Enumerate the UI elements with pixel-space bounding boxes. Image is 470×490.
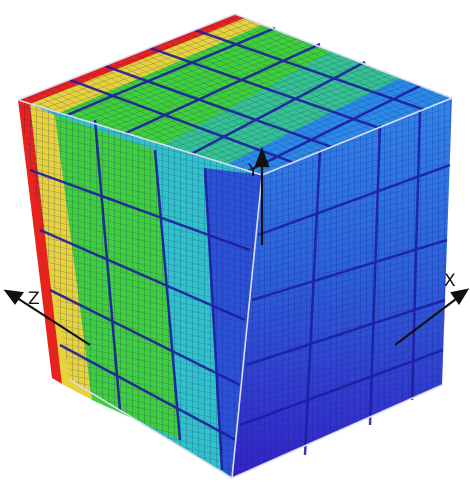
z-axis-label: Z <box>28 289 40 309</box>
left-coarse-lines <box>29 119 251 471</box>
left-band-red <box>18 100 62 384</box>
right-fine-grid <box>232 98 452 478</box>
top-coarse-lines <box>59 26 426 177</box>
coordinate-axes <box>3 146 470 346</box>
left-fine-grid <box>18 100 262 478</box>
left-face <box>18 100 262 478</box>
x-axis-arrowhead <box>450 288 470 306</box>
edge-vertical-front <box>231 174 263 479</box>
right-coarse-lines <box>239 109 451 456</box>
y-axis-label: Y <box>247 161 259 181</box>
top-face <box>18 14 452 177</box>
edge-bottom <box>69 379 443 479</box>
x-axis-label: X <box>444 271 456 291</box>
cube-edges <box>17 13 453 479</box>
z-axis-line <box>13 295 91 346</box>
right-face <box>232 98 452 478</box>
z-axis-arrowhead <box>3 289 24 305</box>
y-axis-arrowhead <box>254 146 270 168</box>
edge-top-back <box>17 13 453 101</box>
top-fine-grid <box>18 14 452 175</box>
x-axis-line <box>394 295 461 346</box>
